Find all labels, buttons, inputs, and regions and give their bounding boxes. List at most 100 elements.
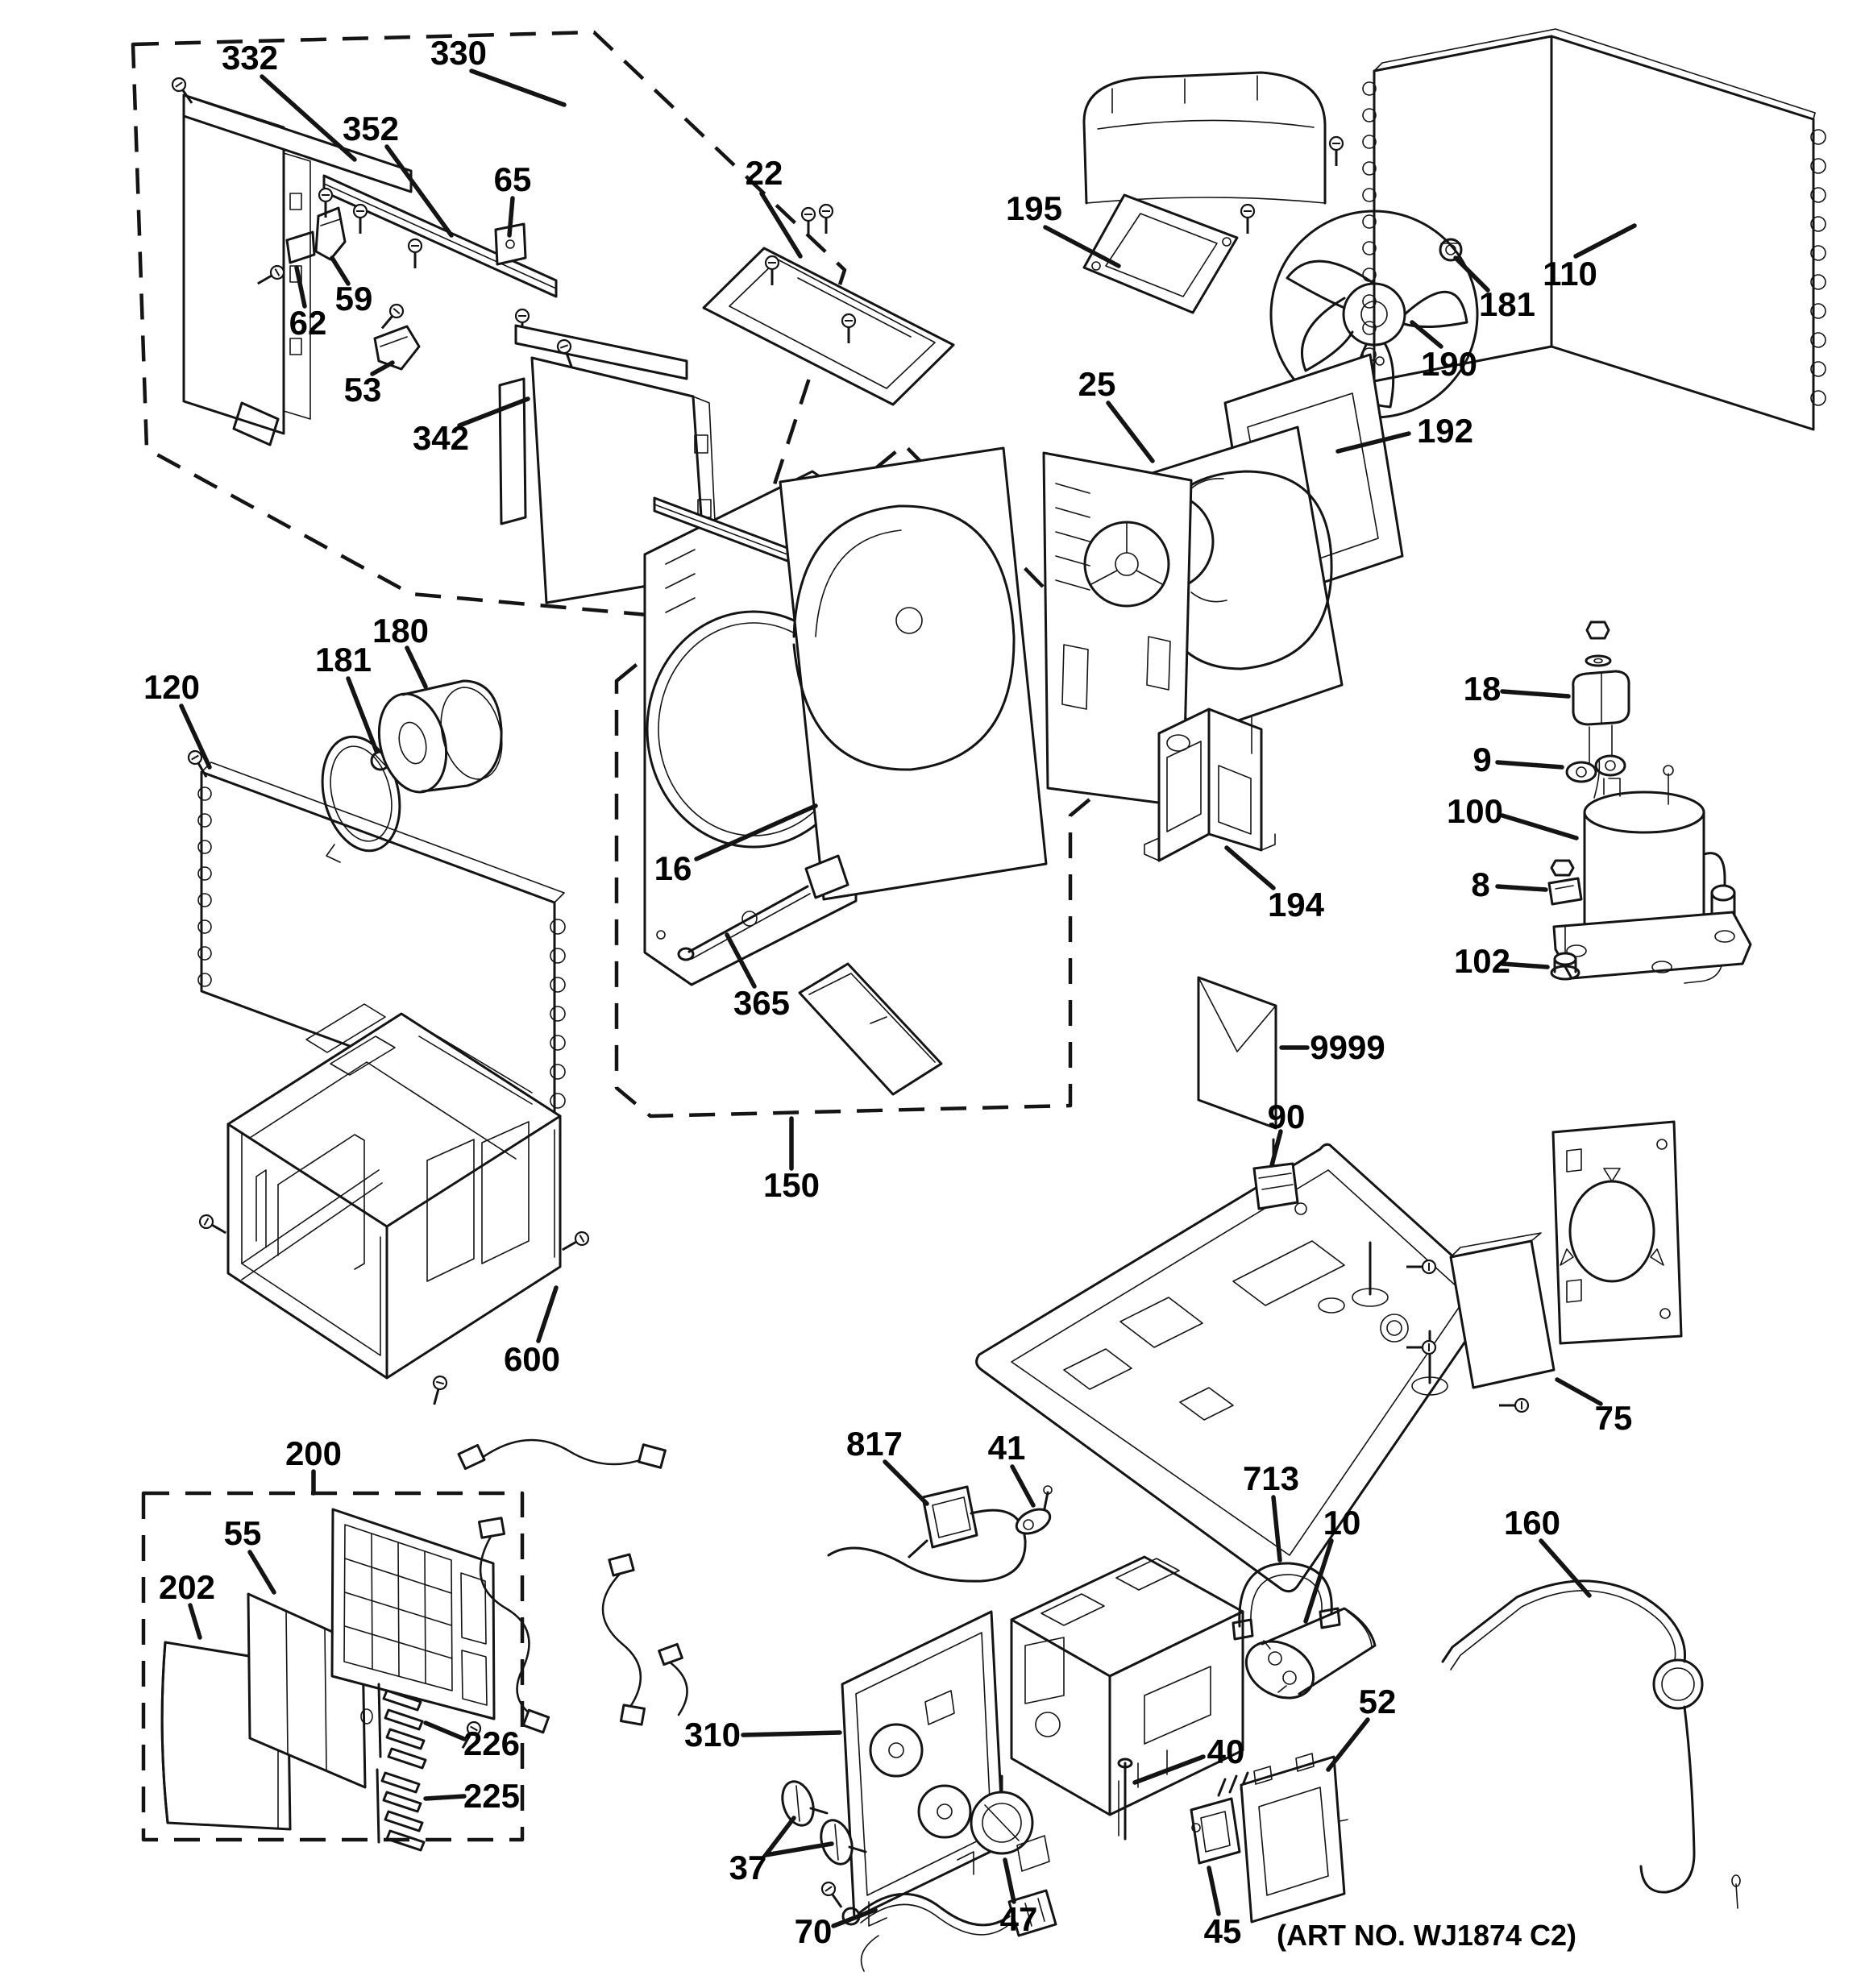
part-label-53: 53 <box>344 371 382 409</box>
fan-bushing-181 <box>1439 238 1463 262</box>
condenser-coil-110 <box>1362 28 1826 431</box>
part-label-190: 190 <box>1421 345 1477 383</box>
air-guide-cover <box>1082 71 1344 205</box>
wiring-harnesses <box>457 1438 688 1734</box>
capacitor-strap-713 <box>1232 1562 1341 1641</box>
part-label-52: 52 <box>1359 1683 1397 1720</box>
part-label-181-clamp: 181 <box>315 641 372 679</box>
part-label-25: 25 <box>1078 365 1116 403</box>
part-label-192: 192 <box>1417 412 1473 450</box>
rotary-switch-45 <box>1190 1771 1249 1865</box>
part-label-225: 225 <box>463 1777 520 1815</box>
power-cord-70 <box>841 1889 1057 1972</box>
compressor-assembly <box>1547 620 1752 984</box>
blower-seal-ring <box>321 735 401 863</box>
part-label-160: 160 <box>1504 1504 1560 1542</box>
terminal-gasket-9 <box>1565 754 1626 783</box>
part-label-16: 16 <box>654 849 692 887</box>
part-label-41: 41 <box>988 1429 1026 1467</box>
part-label-352: 352 <box>343 110 399 147</box>
thermostat-817 <box>827 1485 1027 1583</box>
leader-lines <box>179 68 1637 1928</box>
part-label-342: 342 <box>413 419 469 457</box>
part-label-310: 310 <box>684 1716 741 1754</box>
part-label-110: 110 <box>1543 255 1597 293</box>
cabinet-case-600 <box>196 1003 592 1408</box>
sub-condenser-coil-75 <box>1405 1232 1556 1413</box>
part-label-90: 90 <box>1268 1098 1306 1135</box>
drain-tray <box>798 962 943 1096</box>
blower-wheel-180 <box>377 679 503 794</box>
drain-rod-365 <box>677 854 849 961</box>
knob-37-lower <box>818 1819 867 1913</box>
literature-envelope-9999 <box>1197 976 1277 1130</box>
window-curtain-left-332 <box>168 74 413 446</box>
top-cover-panel-22 <box>702 203 955 406</box>
part-label-37: 37 <box>729 1849 767 1886</box>
angle-bracket-65 <box>494 222 527 266</box>
part-label-65: 65 <box>494 160 532 198</box>
part-label-600: 600 <box>504 1340 560 1378</box>
part-label-194: 194 <box>1268 886 1325 923</box>
part-label-62: 62 <box>289 304 327 342</box>
temp-sensor-160 <box>1441 1579 1741 1909</box>
part-label-40: 40 <box>1207 1733 1245 1770</box>
sensor-clip-41 <box>1015 1485 1053 1535</box>
control-box <box>1010 1555 1244 1816</box>
part-label-181-bushing: 181 <box>1479 285 1535 323</box>
part-label-45: 45 <box>1204 1912 1242 1950</box>
side-partition-panel <box>1551 1120 1683 1345</box>
part-label-55: 55 <box>224 1514 262 1552</box>
part-label-226: 226 <box>463 1724 520 1762</box>
capacitor-stud-40 <box>1117 1758 1133 1841</box>
compressor-100 <box>1552 758 1752 984</box>
run-capacitor-10 <box>1244 1607 1377 1700</box>
part-label-817: 817 <box>846 1425 903 1463</box>
mount-bracket-62 <box>253 230 316 291</box>
base-pan <box>975 1143 1495 1593</box>
part-label-47: 47 <box>1000 1900 1038 1938</box>
part-label-9999: 9999 <box>1310 1028 1385 1066</box>
part-label-195: 195 <box>1006 189 1062 227</box>
part-label-100: 100 <box>1447 792 1503 830</box>
window-seal-rail-352 <box>322 174 558 340</box>
part-label-102: 102 <box>1454 942 1510 980</box>
part-label-150: 150 <box>763 1166 820 1204</box>
art-number: (ART NO. WJ1874 C2) <box>1277 1919 1576 1952</box>
motor-support-bracket-194 <box>1144 708 1276 862</box>
grille-frame <box>330 1508 496 1753</box>
group-box-200 <box>141 1491 525 1842</box>
display-door-52 <box>1240 1753 1348 1924</box>
mount-bracket-59 <box>314 187 347 261</box>
mount-grommet-102 <box>1550 924 1580 981</box>
clip-nut-8 <box>1547 859 1583 906</box>
part-label-365: 365 <box>733 984 790 1022</box>
louver-set-225 <box>376 1768 426 1852</box>
part-label-713: 713 <box>1243 1459 1299 1497</box>
terminal-cover-18 <box>1572 670 1630 726</box>
coil-tube-bends-right <box>1810 129 1826 406</box>
part-label-10: 10 <box>1323 1504 1361 1542</box>
part-label-9: 9 <box>1472 741 1491 778</box>
part-label-332: 332 <box>222 39 278 77</box>
curtain-clip-53 <box>373 301 421 371</box>
part-label-70: 70 <box>795 1912 833 1950</box>
part-label-22: 22 <box>746 154 783 192</box>
partition-bracket-195 <box>1082 193 1256 314</box>
scroll-case <box>779 446 1048 901</box>
part-label-330: 330 <box>430 34 487 72</box>
part-label-180: 180 <box>372 612 429 650</box>
part-label-8: 8 <box>1471 865 1489 903</box>
louver-set-226 <box>377 1683 427 1770</box>
window-curtain-right-342 <box>498 324 718 604</box>
timer-motor-47 <box>970 1774 1050 1872</box>
knob-37-upper <box>781 1780 829 1827</box>
part-label-200: 200 <box>285 1434 342 1472</box>
control-panel-310 <box>841 1610 1005 1927</box>
part-label-59: 59 <box>335 280 373 317</box>
part-label-75: 75 <box>1595 1399 1633 1437</box>
part-label-18: 18 <box>1464 670 1502 708</box>
part-label-120: 120 <box>143 668 200 706</box>
